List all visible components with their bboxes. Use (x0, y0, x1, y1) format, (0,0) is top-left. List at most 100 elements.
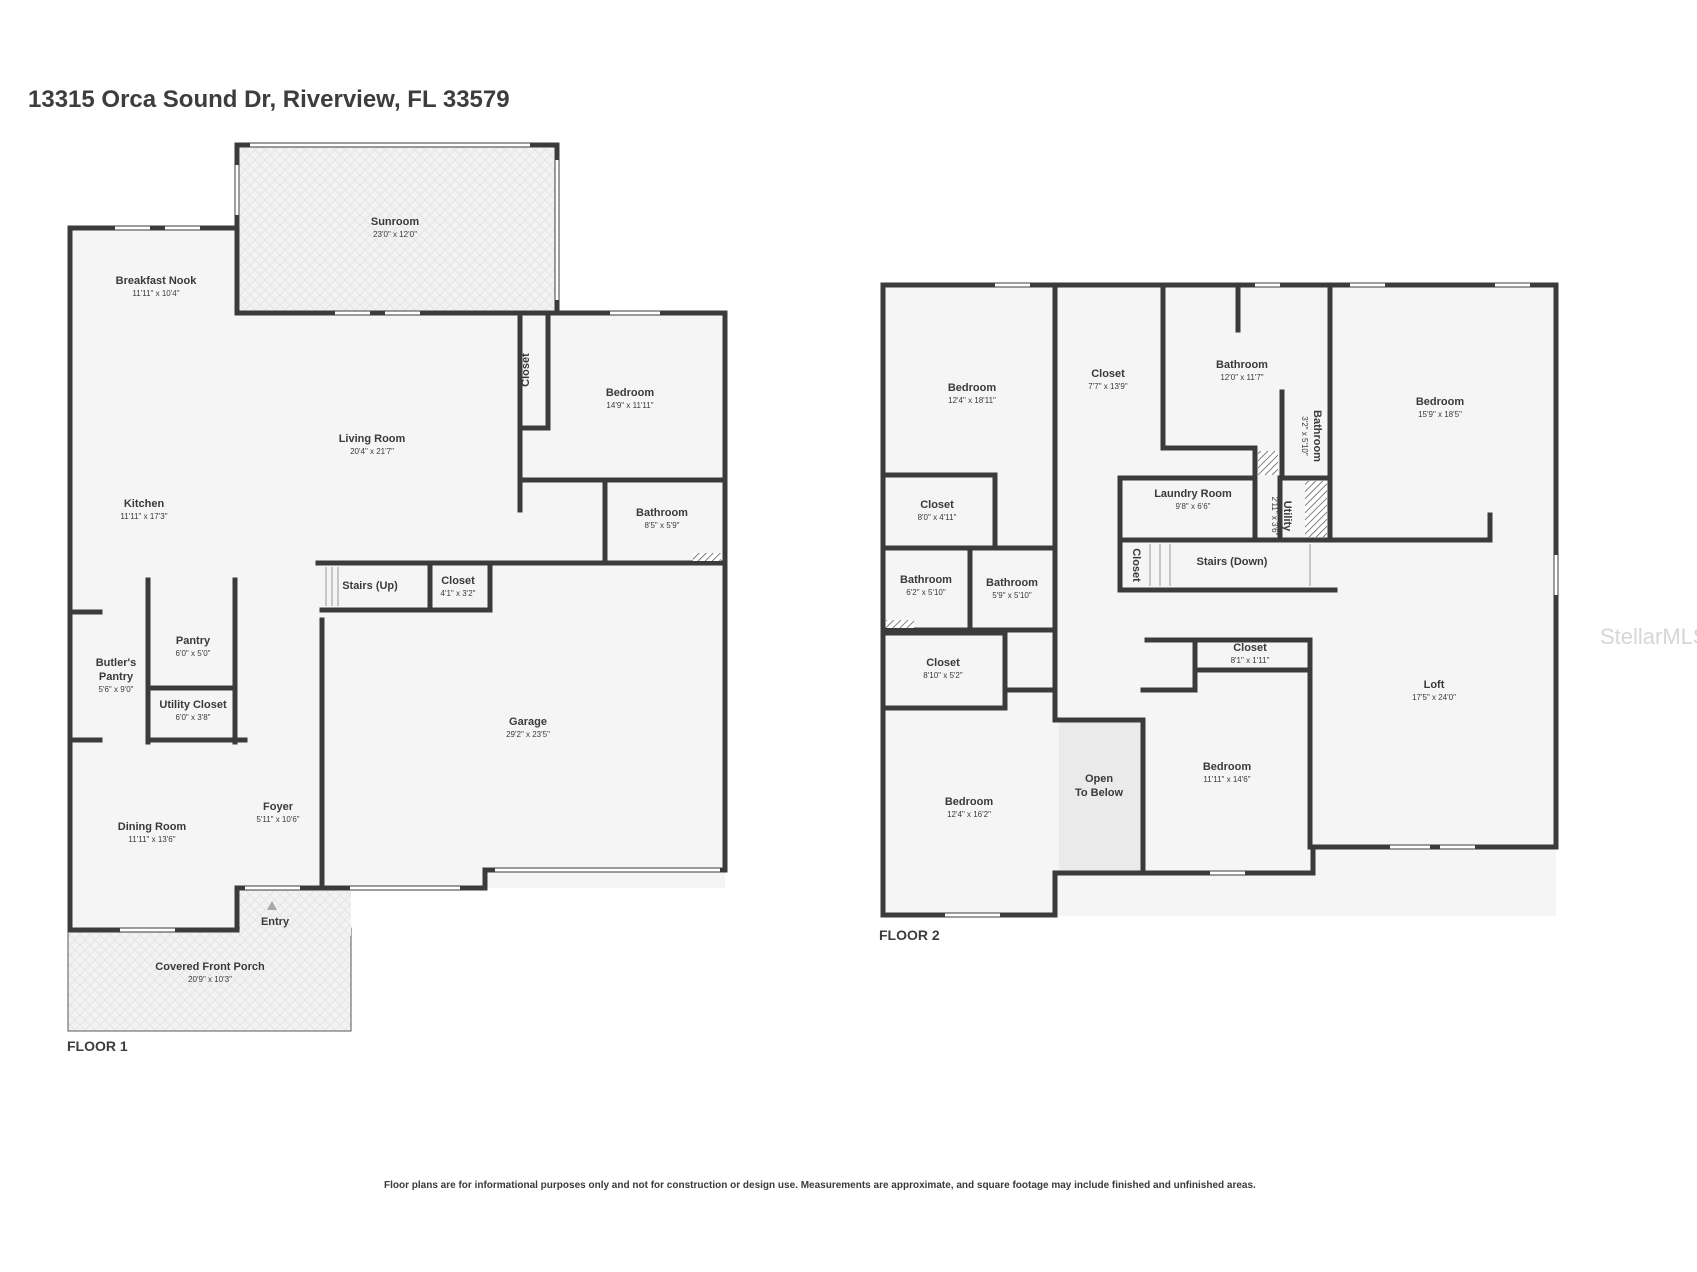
room-label: Closet 8'0" x 4'11" (918, 499, 957, 522)
f2-bedroom-ne (1144, 637, 1313, 850)
room-name: Bathroom (1311, 410, 1323, 462)
open-to-below-floor (1059, 720, 1143, 871)
room-dimensions: 14'9" x 11'11" (606, 401, 653, 410)
f2-floor (883, 285, 1556, 916)
room-dimensions: 8'0" x 4'11" (918, 513, 957, 522)
f2-bedroom-wall (1140, 667, 1198, 693)
room-label: Stairs (Up) (342, 580, 398, 592)
f2-hatch-a (1258, 451, 1278, 475)
room-dimensions: 12'4" x 18'11" (948, 396, 996, 405)
room-name: Pantry (99, 671, 134, 683)
floor-1-label: FLOOR 1 (67, 1038, 128, 1054)
room-dimensions: 3'2" x 5'10" (1300, 416, 1309, 456)
room-name: Bedroom (1203, 761, 1252, 773)
room-label: Closet (1130, 548, 1142, 582)
room-name: Garage (509, 716, 547, 728)
room-name: Entry (261, 916, 290, 928)
f1-stairs-steps (325, 567, 339, 606)
west-floor (70, 228, 240, 932)
room-dimensions: 17'5" x 24'0" (1412, 693, 1456, 702)
f2-wall-c (1327, 282, 1493, 543)
room-name: To Below (1075, 787, 1124, 799)
room-name: Closet (920, 499, 954, 511)
f1-east-wall (319, 310, 728, 891)
room-dimensions: 9'8" x 6'6" (1176, 502, 1211, 511)
room-name: Dining Room (118, 821, 187, 833)
room-label: Bathroom 6'2" x 5'10" (900, 574, 952, 597)
f2-outer-west (880, 282, 1146, 918)
room-name: Butler's (96, 657, 137, 669)
room-name: Bedroom (1416, 396, 1465, 408)
floor-2-label: FLOOR 2 (879, 927, 940, 943)
room-dimensions: 20'9" x 10'3" (188, 975, 232, 984)
f1-windows (115, 143, 720, 932)
room-dimensions: 6'2" x 5'10" (906, 588, 946, 597)
room-name: Stairs (Up) (342, 580, 398, 592)
room-name: Utility (1281, 501, 1293, 532)
room-label: Open To Below (1075, 773, 1124, 799)
room-label: Breakfast Nook 11'11" x 10'4" (116, 275, 198, 298)
room-dimensions: 11'11" x 10'4" (132, 289, 179, 298)
room-labels: Sunroom 23'0" x 12'0" Breakfast Nook 11'11"… (96, 216, 1465, 984)
room-name: Utility Closet (159, 699, 227, 711)
room-name: Sunroom (371, 216, 419, 228)
floor-2-plan (880, 282, 1559, 918)
room-name: Covered Front Porch (155, 961, 265, 973)
room-dimensions: 6'0" x 5'0" (176, 649, 211, 658)
f2-hatch-b (1305, 481, 1327, 537)
room-name: Closet (1233, 642, 1267, 654)
room-dimensions: 5'9" x 5'10" (992, 591, 1032, 600)
room-dimensions: 23'0" x 12'0" (373, 230, 417, 239)
sunroom-floor (240, 145, 557, 313)
room-dimensions: 5'6" x 9'0" (99, 685, 134, 694)
room-label: Entry (261, 916, 290, 928)
room-name: Closet (1130, 548, 1142, 582)
room-name: Bathroom (900, 574, 952, 586)
f2-wall-e (1252, 445, 1283, 543)
watermark: StellarMLS (1600, 624, 1697, 649)
room-label: Stairs (Down) (1197, 556, 1268, 568)
room-dimensions: 8'1" x 1'11" (1231, 656, 1270, 665)
f2-open-below (1052, 717, 1146, 876)
room-name: Bedroom (606, 387, 655, 399)
room-dimensions: 11'11" x 14'6" (1203, 775, 1250, 784)
room-name: Loft (1424, 679, 1445, 691)
room-dimensions: 12'4" x 16'2" (947, 810, 991, 819)
room-dimensions: 7'7" x 13'9" (1088, 382, 1128, 391)
room-label: Sunroom 23'0" x 12'0" (371, 216, 419, 239)
entry-arrow-icon (267, 901, 277, 910)
f2-baths (880, 545, 1058, 633)
room-dimensions: 8'5" x 5'9" (645, 521, 680, 530)
room-label: Closet (520, 353, 532, 387)
f1-north-wall (67, 225, 523, 316)
central-floor (240, 313, 725, 888)
room-dimensions: 20'4" x 21'7" (350, 447, 394, 456)
room-name: Breakfast Nook (116, 275, 198, 287)
room-dimensions: 11'11" x 17'3" (120, 512, 167, 521)
disclaimer: Floor plans are for informational purpos… (384, 1180, 1256, 1191)
room-name: Open (1085, 773, 1113, 785)
pantry-walls (145, 577, 248, 745)
entry-floor (240, 886, 351, 936)
room-name: Closet (926, 657, 960, 669)
f2-wall-b (1160, 282, 1258, 451)
room-dimensions: 12'0" x 11'7" (1220, 373, 1263, 382)
room-label: Bedroom 14'9" x 11'11" (606, 387, 655, 410)
f2-outer-east (880, 282, 1559, 876)
f2-hatch-c (886, 620, 914, 628)
